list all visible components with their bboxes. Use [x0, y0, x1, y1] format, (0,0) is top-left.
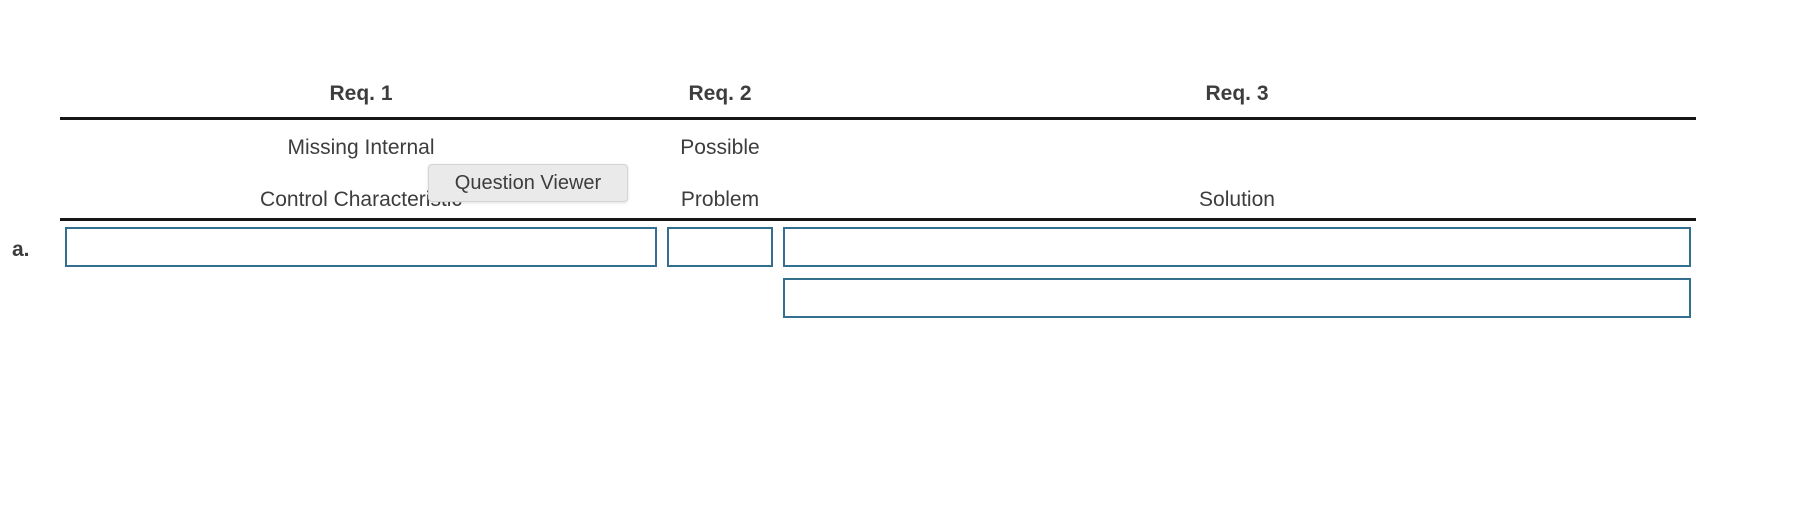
subheader-solution: Solution: [1199, 188, 1275, 211]
missing-control-characteristic-input-row-a[interactable]: [65, 227, 657, 267]
column-header-req1: Req. 1: [329, 82, 393, 105]
solution-input-row-a-line2[interactable]: [783, 278, 1691, 318]
subheader-problem: Problem: [680, 188, 760, 211]
subheader-possible: Possible: [680, 136, 760, 159]
question-viewer-tooltip-label: Question Viewer: [454, 171, 602, 194]
possible-problem-input-row-a[interactable]: [667, 227, 773, 267]
row-label-a: a.: [12, 238, 30, 261]
subheader-control-characteristic: Control Characteristic: [260, 188, 462, 211]
column-header-req2: Req. 2: [688, 82, 752, 105]
question-viewer-tooltip: Question Viewer: [428, 164, 628, 202]
subheader-missing-internal: Missing Internal: [287, 136, 435, 159]
column-header-req3: Req. 3: [1205, 82, 1269, 105]
solution-input-row-a-line1[interactable]: [783, 227, 1691, 267]
header-bottom-rule: [60, 218, 1696, 221]
header-top-rule: [60, 117, 1696, 120]
